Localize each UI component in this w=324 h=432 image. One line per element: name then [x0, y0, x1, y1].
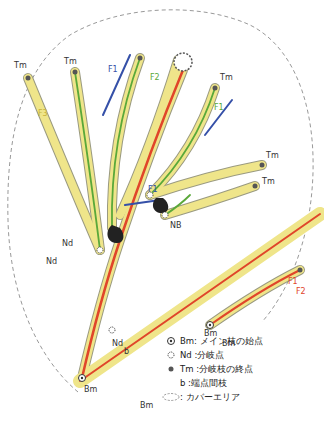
- legend-entry: Bm: メイン枝の始点: [180, 337, 263, 346]
- point-label: Tm: [14, 62, 27, 70]
- legend-entry: Tm :分岐枝の終点: [180, 365, 253, 374]
- branches: [28, 55, 320, 381]
- point-label: F2: [296, 288, 306, 296]
- point-label: Bm: [140, 402, 153, 410]
- dark-blob: [153, 198, 168, 213]
- point-label: NB: [170, 222, 181, 230]
- point-label: Tm: [266, 152, 279, 160]
- point-label: F2: [150, 74, 160, 82]
- legend-entry: Nd :分岐点: [180, 351, 224, 360]
- point-label: F3: [38, 110, 48, 118]
- points: [26, 56, 303, 382]
- point-label: Nd: [62, 240, 73, 248]
- point-label: Bm: [84, 386, 97, 394]
- dark-blob: [107, 225, 123, 243]
- legend-entry: b :端点間枝: [180, 379, 227, 388]
- point-label: b: [124, 348, 129, 356]
- point-label: F1: [108, 66, 118, 74]
- point-label: Tm: [262, 178, 275, 186]
- point-label: F1: [288, 278, 298, 286]
- point-label: Nd: [46, 258, 57, 266]
- point-label: F1: [148, 186, 158, 194]
- legend-entry: : カバーエリア: [180, 393, 240, 402]
- point-label: F1: [214, 104, 224, 112]
- point-label: Tm: [220, 74, 233, 82]
- apex-mark: [174, 53, 192, 71]
- point-label: Tm: [64, 58, 77, 66]
- legend-symbols: [163, 338, 179, 401]
- cover-area: [8, 10, 313, 392]
- point-label: Nd: [112, 340, 123, 348]
